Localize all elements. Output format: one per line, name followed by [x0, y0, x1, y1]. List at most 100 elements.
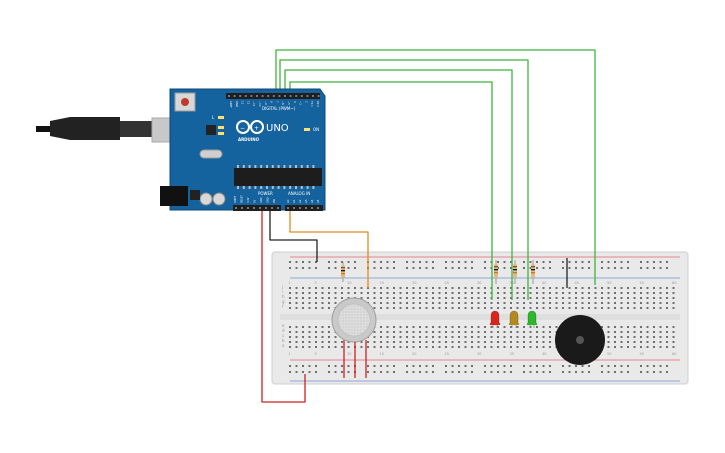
- breadboard-hole[interactable]: [315, 365, 317, 367]
- breadboard-hole[interactable]: [640, 292, 642, 294]
- breadboard-hole[interactable]: [438, 346, 441, 348]
- breadboard-hole[interactable]: [302, 365, 304, 367]
- breadboard-hole[interactable]: [562, 292, 564, 294]
- breadboard-hole[interactable]: [510, 297, 512, 299]
- led-yellow[interactable]: [509, 310, 519, 328]
- breadboard-hole[interactable]: [458, 307, 460, 309]
- breadboard-hole[interactable]: [302, 336, 304, 338]
- breadboard-hole[interactable]: [419, 307, 421, 309]
- breadboard-hole[interactable]: [425, 365, 428, 367]
- breadboard-hole[interactable]: [601, 292, 603, 294]
- breadboard-hole[interactable]: [419, 326, 421, 328]
- breadboard-hole[interactable]: [614, 297, 616, 299]
- breadboard-hole[interactable]: [393, 326, 395, 328]
- breadboard-hole[interactable]: [620, 331, 623, 333]
- wire-signal-green-led[interactable]: [279, 59, 529, 300]
- breadboard-hole[interactable]: [640, 336, 642, 338]
- breadboard-hole[interactable]: [568, 261, 571, 263]
- breadboard-hole[interactable]: [295, 307, 298, 309]
- breadboard-hole[interactable]: [380, 297, 382, 299]
- breadboard-hole[interactable]: [393, 346, 395, 348]
- breadboard-hole[interactable]: [620, 326, 623, 328]
- breadboard-hole[interactable]: [380, 261, 382, 263]
- breadboard-hole[interactable]: [562, 267, 564, 269]
- breadboard-hole[interactable]: [666, 287, 668, 289]
- breadboard-hole[interactable]: [321, 326, 324, 328]
- breadboard-hole[interactable]: [659, 307, 662, 309]
- breadboard-hole[interactable]: [464, 341, 467, 343]
- breadboard-hole[interactable]: [315, 292, 317, 294]
- breadboard-hole[interactable]: [302, 297, 304, 299]
- breadboard-hole[interactable]: [581, 267, 584, 269]
- breadboard-hole[interactable]: [523, 371, 525, 373]
- breadboard-hole[interactable]: [614, 261, 616, 263]
- breadboard-hole[interactable]: [484, 267, 486, 269]
- breadboard-hole[interactable]: [386, 261, 389, 263]
- breadboard-hole[interactable]: [646, 326, 649, 328]
- breadboard-hole[interactable]: [594, 292, 597, 294]
- breadboard-hole[interactable]: [529, 371, 532, 373]
- breadboard-hole[interactable]: [458, 267, 460, 269]
- breadboard-hole[interactable]: [295, 365, 298, 367]
- breadboard-hole[interactable]: [295, 302, 298, 304]
- breadboard-hole[interactable]: [627, 292, 629, 294]
- breadboard-hole[interactable]: [516, 336, 519, 338]
- breadboard-hole[interactable]: [510, 341, 512, 343]
- breadboard-hole[interactable]: [464, 326, 467, 328]
- breadboard-hole[interactable]: [536, 292, 538, 294]
- breadboard-hole[interactable]: [308, 307, 311, 309]
- breadboard-hole[interactable]: [588, 297, 590, 299]
- breadboard-hole[interactable]: [471, 261, 473, 263]
- breadboard-hole[interactable]: [295, 336, 298, 338]
- wire-signal-yellow-led[interactable]: [284, 69, 513, 300]
- breadboard-hole[interactable]: [393, 371, 395, 373]
- breadboard-hole[interactable]: [308, 341, 311, 343]
- breadboard-hole[interactable]: [464, 371, 467, 373]
- breadboard-hole[interactable]: [510, 287, 512, 289]
- breadboard-hole[interactable]: [406, 297, 408, 299]
- breadboard-hole[interactable]: [653, 336, 655, 338]
- breadboard-hole[interactable]: [503, 371, 506, 373]
- breadboard-hole[interactable]: [536, 365, 538, 367]
- breadboard-hole[interactable]: [295, 267, 298, 269]
- header-hole[interactable]: [312, 95, 314, 97]
- breadboard-hole[interactable]: [380, 307, 382, 309]
- breadboard-hole[interactable]: [646, 341, 649, 343]
- breadboard-hole[interactable]: [568, 292, 571, 294]
- breadboard-hole[interactable]: [425, 331, 428, 333]
- breadboard-hole[interactable]: [386, 341, 389, 343]
- breadboard-hole[interactable]: [477, 336, 480, 338]
- breadboard-hole[interactable]: [620, 371, 623, 373]
- breadboard-hole[interactable]: [653, 341, 655, 343]
- breadboard-hole[interactable]: [633, 341, 636, 343]
- breadboard-hole[interactable]: [549, 331, 551, 333]
- breadboard-hole[interactable]: [516, 346, 519, 348]
- breadboard-hole[interactable]: [549, 326, 551, 328]
- breadboard-hole[interactable]: [471, 346, 473, 348]
- breadboard-hole[interactable]: [477, 331, 480, 333]
- breadboard-hole[interactable]: [659, 346, 662, 348]
- breadboard-hole[interactable]: [588, 287, 590, 289]
- breadboard-hole[interactable]: [406, 365, 408, 367]
- breadboard-hole[interactable]: [588, 371, 590, 373]
- breadboard-hole[interactable]: [295, 331, 298, 333]
- breadboard-hole[interactable]: [653, 331, 655, 333]
- breadboard-hole[interactable]: [497, 346, 499, 348]
- breadboard-hole[interactable]: [529, 326, 532, 328]
- breadboard-hole[interactable]: [347, 365, 350, 367]
- breadboard-hole[interactable]: [315, 336, 317, 338]
- breadboard-hole[interactable]: [458, 346, 460, 348]
- breadboard-hole[interactable]: [315, 371, 317, 373]
- breadboard-hole[interactable]: [438, 302, 441, 304]
- breadboard-hole[interactable]: [477, 297, 480, 299]
- breadboard-hole[interactable]: [438, 326, 441, 328]
- breadboard-hole[interactable]: [536, 336, 538, 338]
- breadboard-hole[interactable]: [523, 287, 525, 289]
- breadboard-hole[interactable]: [633, 302, 636, 304]
- header-hole[interactable]: [241, 207, 243, 209]
- breadboard-hole[interactable]: [523, 307, 525, 309]
- breadboard-hole[interactable]: [386, 336, 389, 338]
- breadboard-hole[interactable]: [393, 292, 395, 294]
- breadboard-hole[interactable]: [406, 287, 408, 289]
- breadboard-hole[interactable]: [542, 287, 545, 289]
